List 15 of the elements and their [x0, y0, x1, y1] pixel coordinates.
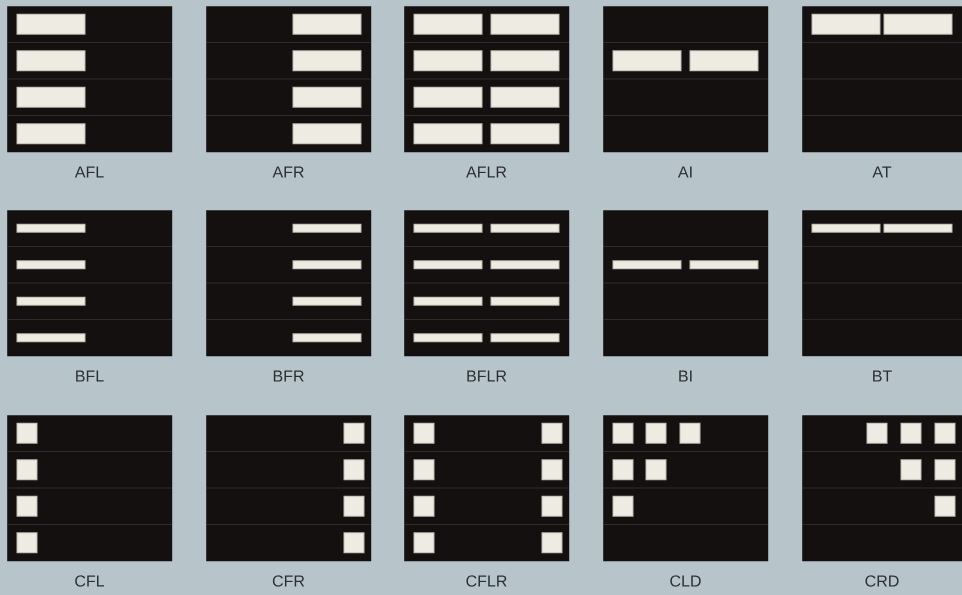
panel-label: CLD — [670, 575, 701, 587]
panel-label: CFL — [75, 575, 104, 587]
panel-label: BFL — [76, 370, 104, 382]
panel-label: AFR — [272, 166, 304, 178]
panel-label: BFR — [274, 370, 304, 382]
panel-label: CFLR — [466, 575, 507, 587]
panel-label: AFLR — [466, 166, 506, 178]
panel-label: AFL — [74, 166, 104, 178]
panel-label: BI — [679, 370, 692, 382]
panel-label: AI — [678, 166, 692, 178]
panel-label: BFLR — [467, 370, 506, 382]
panel-label: CRD — [866, 575, 899, 587]
panel-label: CFR — [272, 575, 304, 587]
panel-label: BT — [873, 370, 892, 382]
panel-label: AT — [872, 166, 892, 178]
